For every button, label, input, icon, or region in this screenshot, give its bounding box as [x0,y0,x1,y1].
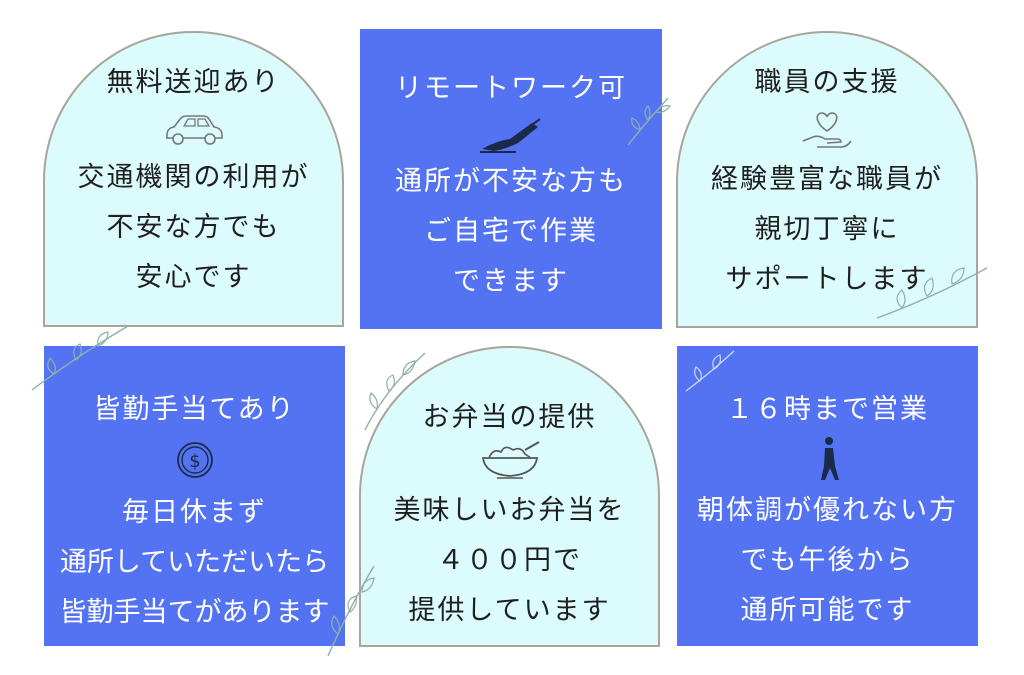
heart-hand-icon [802,112,852,149]
card-body: 美味しいお弁当を ４００円で 提供しています [394,486,626,636]
body-line: 親切丁寧に [754,214,900,246]
body-line: ご自宅で作業 [424,216,598,248]
card-title: １６時まで営業 [726,394,929,425]
body-line: 提供しています [408,595,611,627]
body-line: 通所していただいたら [59,547,330,579]
body-line: 交通機関の利用が [77,162,310,194]
body-line: 通所可能です [740,595,915,627]
body-line: 安心です [135,262,252,294]
svg-text:$: $ [189,451,200,472]
card-remote-work: リモートワーク可 通所が不安な方も ご自宅で作業 できます [360,29,662,329]
car-icon [165,115,223,146]
card-body: 毎日休まず 通所していただいたら 皆勤手当てがあります [60,488,330,638]
body-line: 通所が不安な方も [395,166,627,198]
leaf-decoration-icon [685,350,735,392]
card-body: 朝体調が優れない方 でも午後から 通所可能です [697,486,958,636]
card-business-hours: １６時まで営業 朝体調が優れない方 でも午後から 通所可能です [677,346,978,646]
walking-person-icon [820,437,839,481]
body-line: でも午後から [740,545,915,577]
card-lunch-service: お弁当の提供 美味しいお弁当を ４００円で 提供しています [359,346,660,647]
body-line: 不安な方でも [106,212,281,244]
body-line: 皆勤手当てがあります [59,597,330,629]
body-line: 美味しいお弁当を [393,495,626,527]
card-title: 職員の支援 [754,67,900,98]
body-line: 毎日休まず [122,497,267,529]
card-free-shuttle: 無料送迎あり 交通機関の利用が 不安な方でも 安心です [43,31,344,327]
card-body: 通所が不安な方も ご自宅で作業 できます [395,157,627,307]
card-title: お弁当の提供 [422,402,597,433]
leaf-decoration-icon [876,267,988,319]
body-line: 経験豊富な職員が [711,164,943,196]
coin-icon: $ [176,442,213,479]
salad-bowl-icon [481,441,539,480]
card-title: 皆勤手当てあり [93,394,296,425]
card-body: 経験豊富な職員が 親切丁寧に サポートします [711,155,943,305]
body-line: サポートします [725,264,929,296]
body-line: 朝体調が優れない方 [697,495,958,527]
card-title: 無料送迎あり [106,67,281,98]
writing-hand-icon [480,118,541,154]
leaf-decoration-icon [327,565,375,657]
card-title: リモートワーク可 [395,73,627,104]
leaf-decoration-icon [627,97,672,146]
card-staff-support: 職員の支援 経験豊富な職員が 親切丁寧に サポートします [676,31,978,328]
body-line: ４００円で [437,545,582,577]
body-line: できます [453,266,569,298]
leaf-decoration-icon [364,352,426,431]
card-attendance-allowance: 皆勤手当てあり $ 毎日休まず 通所していただいたら 皆勤手当てがあります [44,346,345,646]
card-body: 交通機関の利用が 不安な方でも 安心です [78,153,310,303]
leaf-decoration-icon [31,325,129,391]
